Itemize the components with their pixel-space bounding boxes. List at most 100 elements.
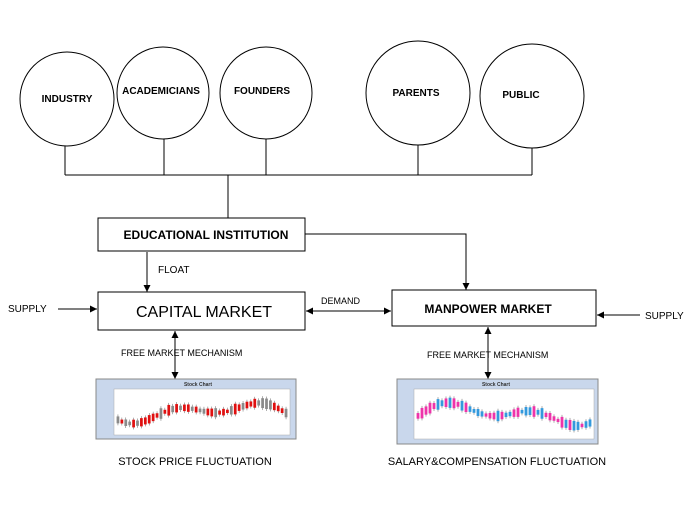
candle-body (198, 408, 202, 413)
candle-body (532, 406, 536, 417)
candle-body (175, 404, 178, 413)
stakeholder-industry: INDUSTRY (19, 51, 115, 147)
candle-body (167, 404, 171, 416)
candle-body (492, 412, 496, 420)
candle-body (468, 406, 472, 412)
candle-body (202, 408, 206, 414)
candle-body (272, 402, 276, 411)
candle-body (257, 400, 261, 406)
candle-body (428, 402, 432, 414)
candle-body (552, 416, 556, 421)
candle-body (233, 403, 237, 415)
candles-right (416, 395, 592, 433)
candle-body (536, 409, 540, 415)
candle-body (456, 401, 460, 407)
chart-title: Stock Chart (482, 382, 510, 388)
candle-body (524, 407, 528, 416)
candle-body (265, 398, 268, 409)
candle-body (245, 401, 249, 409)
candle-body (488, 412, 492, 419)
candle-body (448, 397, 452, 408)
candle-body (179, 405, 182, 411)
candle-body (460, 400, 464, 411)
capital-market-box: CAPITAL MARKET (97, 291, 306, 331)
candle-body (436, 399, 440, 410)
candle-body (241, 403, 245, 410)
candle-body (472, 408, 476, 413)
candle-body (253, 398, 257, 408)
candle-body (159, 408, 163, 419)
stakeholder-founders: FOUNDERS (219, 46, 313, 140)
candle-body (140, 418, 143, 427)
stock-chart-left: Stock Chart (95, 378, 297, 440)
stock-fluctuation-caption: STOCK PRICE FLUCTUATION (118, 456, 272, 468)
supply-right-label: SUPPLY (645, 311, 684, 322)
candle-body (269, 400, 272, 410)
candle-body (276, 405, 280, 412)
candle-body (171, 405, 175, 413)
candle-body (124, 419, 128, 427)
stakeholder-label: PUBLIC (502, 90, 539, 101)
candle-body (440, 400, 444, 407)
candle-body (116, 416, 120, 424)
candle-body (512, 409, 516, 417)
candle-body (132, 419, 135, 428)
stakeholder-connectors (64, 139, 533, 218)
candle-body (444, 398, 448, 408)
candle-body (143, 417, 147, 425)
educational-institution-box: EDUCATIONAL INSTITUTION (97, 217, 306, 252)
candle-body (500, 411, 504, 420)
candle-body (516, 407, 520, 417)
candle-body (206, 408, 210, 416)
candle-body (588, 419, 592, 427)
candle-body (424, 406, 428, 415)
candle-body (222, 408, 225, 416)
candle-body (249, 401, 253, 407)
candle-body (452, 398, 456, 409)
candle-body (280, 408, 284, 414)
candle-body (120, 419, 124, 424)
stakeholder-academicians: ACADEMICIANS (116, 46, 210, 140)
candle-body (155, 413, 159, 418)
stakeholder-label: FOUNDERS (234, 86, 290, 97)
chart-title: Stock Chart (184, 382, 212, 388)
candle-body (163, 409, 167, 414)
candle-body (432, 403, 436, 410)
candle-body (136, 420, 139, 426)
salary-chart-right: Stock Chart (396, 378, 599, 445)
candle-body (210, 408, 214, 417)
candle-body (284, 408, 288, 418)
candle-body (151, 413, 155, 422)
free-market-right-label: FREE MARKET MECHANISM (427, 350, 548, 360)
candle-body (564, 419, 568, 428)
candle-body (464, 402, 468, 413)
educational-institution-label: EDUCATIONAL INSTITUTION (124, 228, 289, 242)
stakeholder-parents: PARENTS (365, 40, 471, 146)
candle-body (476, 409, 480, 417)
candle-body (128, 421, 132, 426)
supply-left-label: SUPPLY (8, 304, 47, 315)
candle-body (528, 407, 532, 416)
candle-body (496, 410, 500, 422)
salary-fluctuation-caption: SALARY&COMPENSATION FLUCTUATION (388, 456, 606, 468)
demand-label: DEMAND (321, 296, 361, 306)
stakeholder-label: PARENTS (392, 88, 439, 99)
candle-body (183, 404, 186, 412)
candle-body (580, 423, 584, 428)
candle-body (548, 412, 552, 421)
candle-body (186, 404, 190, 412)
candle-body (556, 418, 560, 423)
candle-body (560, 416, 564, 428)
stakeholder-public: PUBLIC (479, 43, 585, 149)
candle-body (194, 406, 198, 413)
candle-body (576, 421, 580, 430)
candle-body (416, 413, 420, 419)
capital-market-label: CAPITAL MARKET (136, 304, 272, 321)
candle-body (226, 409, 229, 414)
manpower-market-label: MANPOWER MARKET (424, 302, 552, 316)
candle-body (190, 406, 194, 411)
free-market-left-label: FREE MARKET MECHANISM (121, 348, 242, 358)
candle-body (572, 420, 576, 431)
candle-body (261, 398, 264, 409)
